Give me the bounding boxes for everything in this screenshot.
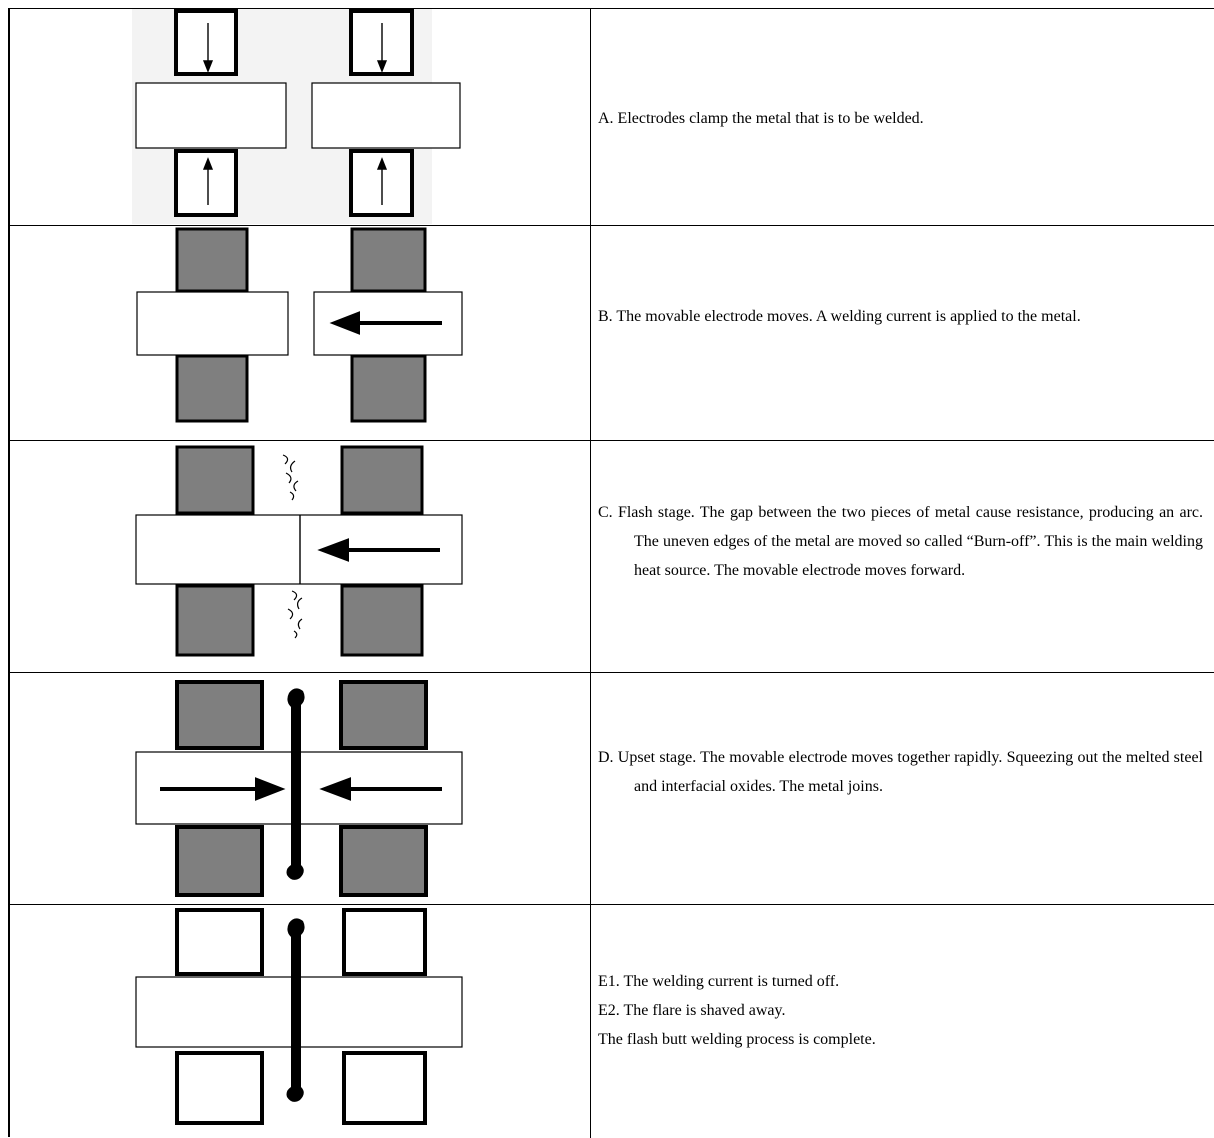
table-row-a: A. Electrodes clamp the metal that is to…	[10, 9, 1214, 226]
diagram-a	[132, 9, 461, 224]
column-divider	[590, 226, 591, 440]
column-divider	[590, 673, 591, 904]
diagram-b	[136, 227, 463, 423]
step-a-text: A. Electrodes clamp the metal that is to…	[598, 104, 1203, 133]
step-d-label: D. Upset stage. The movable electrode mo…	[598, 749, 1203, 795]
diagram-e	[135, 908, 463, 1125]
diagram-c	[135, 445, 463, 657]
process-table: A. Electrodes clamp the metal that is to…	[8, 8, 1214, 1138]
step-b-text: B. The movable electrode moves. A weldin…	[598, 302, 1203, 331]
table-row-e: E1. The welding current is turned off. E…	[10, 905, 1214, 1138]
table-row-c: C. Flash stage. The gap between the two …	[10, 441, 1214, 673]
step-c-text: C. Flash stage. The gap between the two …	[598, 498, 1203, 585]
weld-flare	[286, 918, 305, 1102]
step-e-line-1: E1. The welding current is turned off.	[598, 973, 840, 990]
table-row-d: D. Upset stage. The movable electrode mo…	[10, 673, 1214, 905]
step-e-line-2: E2. The flare is shaved away.	[598, 1002, 786, 1019]
step-d-text: D. Upset stage. The movable electrode mo…	[598, 743, 1203, 801]
weld-flare	[286, 688, 305, 880]
step-e-text: E1. The welding current is turned off. E…	[598, 967, 1203, 1054]
column-divider	[590, 905, 591, 1138]
table-row-b: B. The movable electrode moves. A weldin…	[10, 226, 1214, 441]
column-divider	[590, 441, 591, 672]
step-a-label: A. Electrodes clamp the metal that is to…	[598, 110, 924, 127]
diagram-d	[135, 680, 463, 897]
step-e-line-3: The flash butt welding process is comple…	[598, 1031, 876, 1048]
column-divider	[590, 9, 591, 225]
step-b-label: B. The movable electrode moves. A weldin…	[598, 308, 1081, 325]
step-c-label: C. Flash stage. The gap between the two …	[598, 504, 1203, 579]
